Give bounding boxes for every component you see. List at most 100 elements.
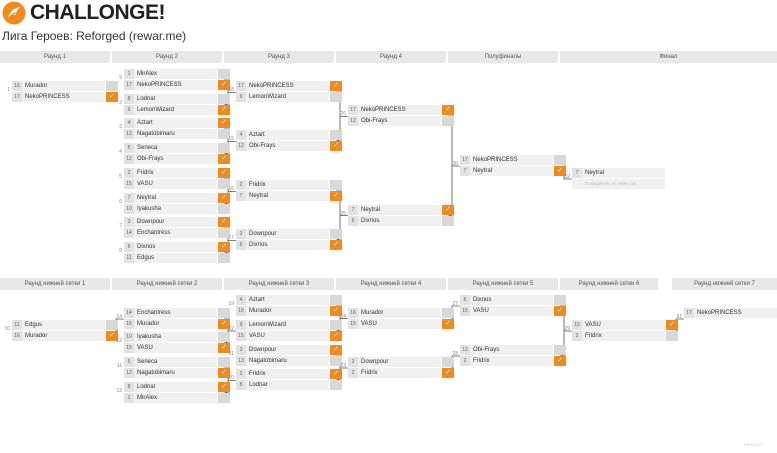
player-slot[interactable]: Победитель из нижн.сет. (572, 179, 665, 189)
challonge-logo[interactable]: CHALLONGE! (2, 1, 166, 25)
player-seed: 7 (124, 193, 134, 203)
player-name: LemonWizard (249, 322, 287, 328)
winner-check-icon: ✓ (218, 168, 230, 178)
player-seed: 14 (124, 228, 134, 238)
